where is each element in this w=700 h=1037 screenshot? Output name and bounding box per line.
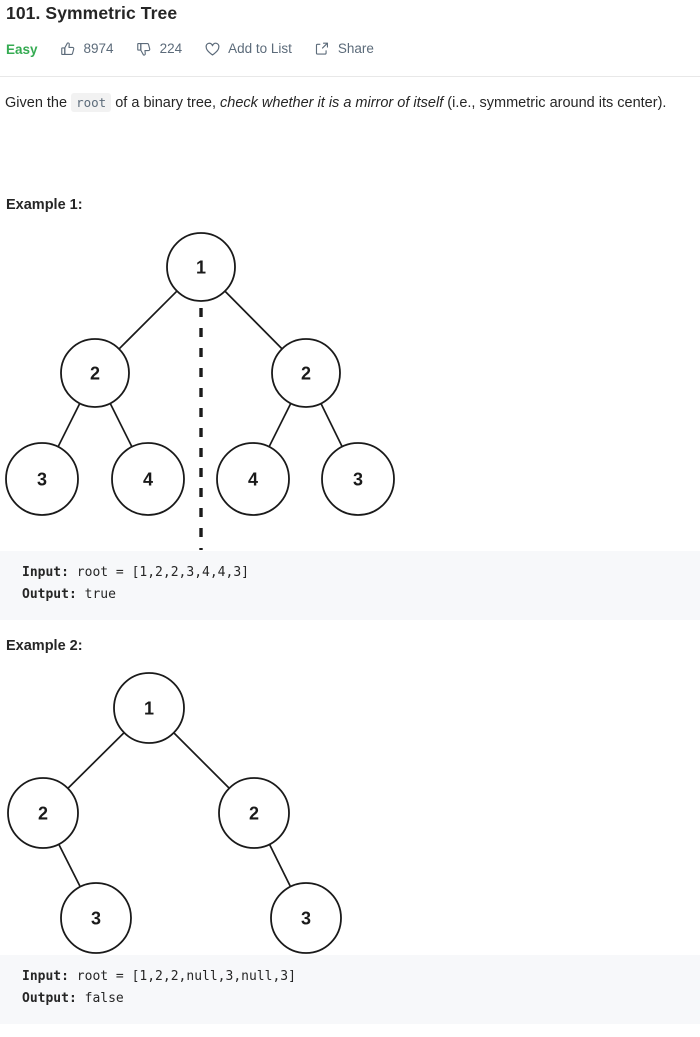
example-1-heading: Example 1: bbox=[6, 197, 83, 213]
tree-node: 3 bbox=[270, 882, 342, 954]
description-emphasis: check whether it is a mirror of itself bbox=[220, 95, 444, 111]
dislike-button[interactable]: 224 bbox=[136, 41, 183, 58]
like-count: 8974 bbox=[83, 41, 114, 57]
tree-edge bbox=[268, 843, 292, 888]
tree-edge bbox=[109, 403, 133, 448]
tree-node: 4 bbox=[111, 442, 185, 516]
input-value: root = [1,2,2,3,4,4,3] bbox=[68, 565, 249, 580]
tree-node-label: 3 bbox=[91, 909, 101, 929]
tree-edge bbox=[67, 732, 125, 789]
tree-node-label: 3 bbox=[353, 470, 363, 490]
share-label: Share bbox=[337, 41, 374, 57]
tree-node: 3 bbox=[60, 882, 132, 954]
tree-node-circle bbox=[7, 777, 79, 849]
tree-node-label: 4 bbox=[248, 470, 258, 490]
tree-edge bbox=[57, 403, 81, 448]
description-part-2: of a binary tree, bbox=[111, 95, 221, 111]
problem-description: Given the root of a binary tree, check w… bbox=[5, 90, 693, 116]
tree-node-circle bbox=[166, 232, 236, 302]
tree-node: 2 bbox=[60, 338, 130, 408]
output-key: Output: bbox=[22, 587, 77, 602]
description-part-3: (i.e., symmetric around its center). bbox=[443, 95, 667, 111]
example-1-input-line: Input: root = [1,2,2,3,4,4,3] bbox=[0, 562, 700, 584]
tree-node-label: 4 bbox=[143, 470, 153, 490]
example-1-output-line: Output: true bbox=[0, 584, 700, 606]
tree-node-label: 1 bbox=[196, 258, 206, 278]
tree-node-circle bbox=[321, 442, 395, 516]
tree-edge bbox=[224, 290, 283, 350]
problem-meta-row: Easy 8974 224 bbox=[6, 39, 396, 59]
example-2-code-block: Input: root = [1,2,2,null,3,null,3] Outp… bbox=[0, 955, 700, 1024]
description-part-1: Given the bbox=[5, 95, 72, 111]
example-2-input-line: Input: root = [1,2,2,null,3,null,3] bbox=[0, 966, 700, 988]
output-value: true bbox=[76, 587, 116, 602]
tree-node-circle bbox=[270, 882, 342, 954]
tree-node-circle bbox=[113, 672, 185, 744]
tree-nodes: 1 2 2 3 3 bbox=[7, 672, 342, 954]
tree-node: 2 bbox=[218, 777, 290, 849]
tree-node: 2 bbox=[7, 777, 79, 849]
header-divider bbox=[0, 76, 700, 77]
output-key: Output: bbox=[22, 991, 77, 1006]
tree-edge bbox=[268, 403, 292, 448]
input-key: Input: bbox=[22, 565, 69, 580]
difficulty-badge: Easy bbox=[6, 41, 38, 57]
output-value: false bbox=[76, 991, 124, 1006]
thumbs-up-icon bbox=[60, 41, 77, 58]
input-value: root = [1,2,2,null,3,null,3] bbox=[68, 969, 296, 984]
inline-code-root: root bbox=[71, 93, 112, 112]
tree-node-circle bbox=[216, 442, 290, 516]
tree-node-circle bbox=[271, 338, 341, 408]
tree-node-circle bbox=[111, 442, 185, 516]
add-to-list-label: Add to List bbox=[228, 41, 292, 57]
tree-node-circle bbox=[218, 777, 290, 849]
tree-nodes: 1 2 2 3 4 4 3 bbox=[5, 232, 395, 516]
like-button[interactable]: 8974 bbox=[60, 41, 114, 58]
tree-node: 4 bbox=[216, 442, 290, 516]
tree-node-label: 2 bbox=[249, 804, 259, 824]
dislike-count: 224 bbox=[159, 41, 183, 57]
tree-edge bbox=[320, 403, 343, 448]
share-button[interactable]: Share bbox=[314, 41, 374, 58]
share-icon bbox=[314, 41, 331, 58]
tree-edges bbox=[57, 290, 343, 448]
example-1-tree-figure: 1 2 2 3 4 4 3 bbox=[0, 225, 700, 550]
example-2-output-line: Output: false bbox=[0, 988, 700, 1010]
tree-node-circle bbox=[60, 882, 132, 954]
tree-node-label: 3 bbox=[37, 470, 47, 490]
example-2-heading: Example 2: bbox=[6, 638, 83, 654]
tree-node-label: 2 bbox=[38, 804, 48, 824]
tree-edges bbox=[58, 732, 292, 888]
tree-node-label: 2 bbox=[301, 364, 311, 384]
tree-node-label: 1 bbox=[144, 699, 154, 719]
add-to-list-button[interactable]: Add to List bbox=[204, 41, 292, 58]
tree-node-label: 2 bbox=[90, 364, 100, 384]
tree-node: 3 bbox=[321, 442, 395, 516]
thumbs-down-icon bbox=[136, 41, 153, 58]
example-2-tree-figure: 1 2 2 3 3 bbox=[0, 665, 700, 955]
tree-node-label: 3 bbox=[301, 909, 311, 929]
tree-edge bbox=[118, 290, 178, 350]
tree-edge bbox=[58, 843, 81, 888]
page-title: 101. Symmetric Tree bbox=[6, 3, 178, 23]
tree-node-circle bbox=[60, 338, 130, 408]
example-1-code-block: Input: root = [1,2,2,3,4,4,3] Output: tr… bbox=[0, 551, 700, 620]
tree-node: 1 bbox=[166, 232, 236, 302]
heart-icon bbox=[204, 41, 221, 58]
tree-node: 1 bbox=[113, 672, 185, 744]
tree-node: 2 bbox=[271, 338, 341, 408]
tree-edge bbox=[173, 732, 230, 789]
input-key: Input: bbox=[22, 969, 69, 984]
tree-node: 3 bbox=[5, 442, 79, 516]
tree-node-circle bbox=[5, 442, 79, 516]
